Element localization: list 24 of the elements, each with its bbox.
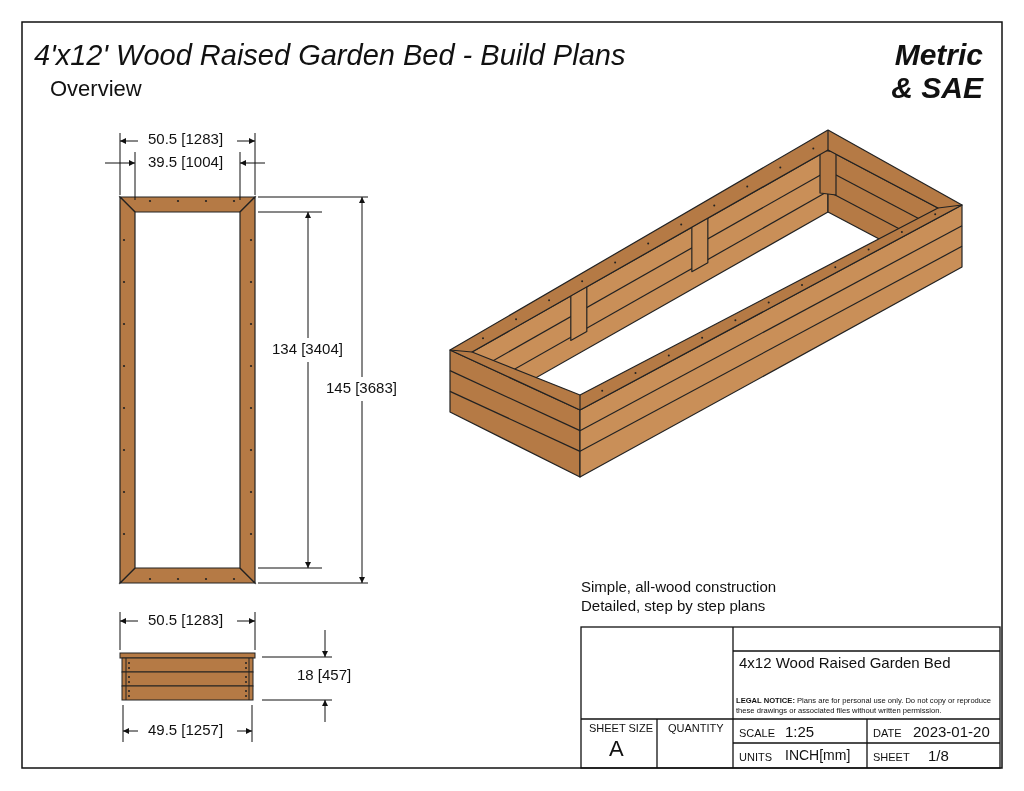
dimension-label: 39.5 [1004] [148,154,224,171]
field-label: QUANTITY [668,722,724,735]
unit-system-note: Metric & SAE [890,38,983,104]
dimension-label: 50.5 [1283] [148,612,224,629]
dimension-label: 145 [3683] [326,380,397,397]
dimension-label: 50.5 [1283] [148,131,224,148]
field-label: SCALE [739,727,776,740]
dimension-label: 134 [3404] [272,341,343,358]
units-value: INCH[mm] [785,748,851,764]
scale-value: 1:25 [785,724,815,741]
feature-note: Detailed, step by step plans [581,598,766,615]
field-label: SHEET SIZE [589,722,653,735]
field-label: SHEET [873,751,910,764]
feature-note: Simple, all-wood construction [581,579,777,596]
drawing-title: 4'x12' Wood Raised Garden Bed - Build Plans [34,40,626,72]
field-label: DATE [873,727,902,740]
sheet-size-value: A [609,737,624,762]
dimension-label: 49.5 [1257] [148,722,224,739]
date-value: 2023-01-20 [913,724,990,741]
dimension-label: 18 [457] [297,667,352,684]
sheet-number-value: 1/8 [928,748,949,765]
field-label: UNITS [739,751,772,764]
drawing-name: 4x12 Wood Raised Garden Bed [739,655,951,672]
view-name: Overview [50,77,142,102]
